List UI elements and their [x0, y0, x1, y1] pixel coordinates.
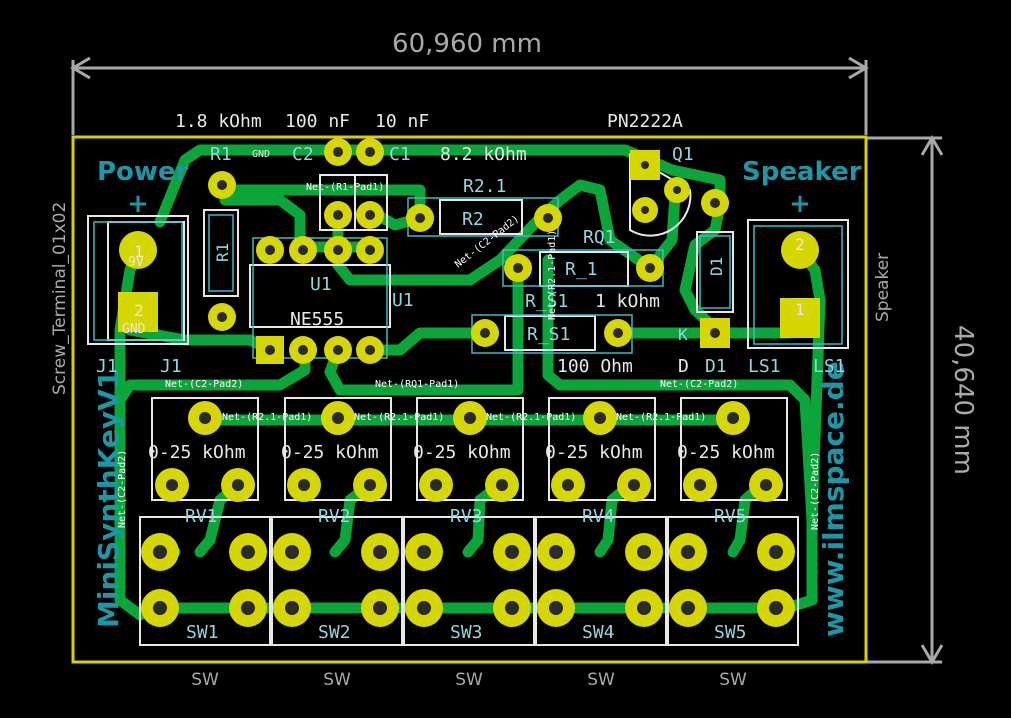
- q1-value: PN2222A: [607, 111, 683, 132]
- rv5-value: 0-25 kOhm: [677, 442, 775, 463]
- r2-1-ref: R2.1: [463, 176, 506, 197]
- d1-fab-ref: D1: [707, 257, 726, 276]
- sw1-value: SW: [191, 670, 219, 690]
- r2-value: 8.2 kOhm: [440, 144, 527, 165]
- website-label: www.ilmspace.de: [817, 361, 850, 637]
- ls1-ref: LS1: [748, 356, 781, 377]
- rq1-value: 1 kOhm: [595, 291, 660, 312]
- sw2-value: SW: [323, 670, 351, 690]
- c2-value: 100 nF: [285, 111, 350, 132]
- rq1-ref: RQ1: [583, 227, 616, 248]
- rv1-ref: RV1: [185, 506, 218, 527]
- r-1-ref: R_1: [565, 259, 598, 280]
- ls1-pin2: 2: [795, 235, 805, 254]
- sw5-value: SW: [719, 670, 747, 690]
- dimension-width-label: 60,960 mm: [392, 29, 542, 59]
- d1-ref: D1: [705, 356, 727, 377]
- q1-ref: Q1: [672, 144, 694, 165]
- net-c2-pad2-right: Net-(C2-Pad2): [660, 379, 738, 390]
- j1-pin-gnd: GND: [122, 322, 146, 337]
- c2-ref: C2: [292, 144, 314, 165]
- silk-outlines: [87, 153, 849, 646]
- power-title: Power: [97, 157, 189, 187]
- u1-value: NE555: [290, 309, 344, 330]
- net-r1-pad1: Net-(R1-Pad1): [306, 182, 384, 193]
- r-s1-fab-ref: R_S1: [527, 324, 570, 345]
- dimension-height: [866, 135, 944, 665]
- rv2-value: 0-25 kOhm: [281, 442, 379, 463]
- gnd-top: GND: [252, 149, 270, 160]
- net-c2-pad2-left: Net-(C2-Pad2): [165, 379, 243, 390]
- ls1-side-label: Speaker: [873, 253, 893, 322]
- d1-k-label: K: [678, 325, 688, 344]
- j1-side-label: Screw_Terminal_01x02: [50, 202, 70, 395]
- r1-ref: R1: [210, 144, 232, 165]
- net-r2-1-pad1-row-3: Net-(R2.1-Pad1): [486, 412, 576, 423]
- rv3-ref: RV3: [450, 506, 483, 527]
- d1-value: D: [678, 356, 689, 377]
- sw4-value: SW: [587, 670, 615, 690]
- j1-pin-9v: 9V: [128, 255, 144, 270]
- net-r2-1-pad1-row: Net-(R2.1-Pad1): [222, 412, 312, 423]
- rv1-value: 0-25 kOhm: [148, 442, 246, 463]
- rv4-value: 0-25 kOhm: [545, 442, 643, 463]
- sw4-ref: SW4: [582, 622, 615, 643]
- rv5-ref: RV5: [714, 506, 747, 527]
- rs1-value: 100 Ohm: [557, 356, 633, 377]
- board-outline: [71, 135, 868, 664]
- sw1-ref: SW1: [186, 622, 219, 643]
- dimension-height-label: 40,640 mm: [948, 325, 978, 475]
- sw2-ref: SW2: [318, 622, 351, 643]
- net-rq1-pad1: Net-(RQ1-Pad1): [375, 379, 459, 390]
- sw5-ref: SW5: [714, 622, 747, 643]
- drill-holes: [153, 147, 783, 615]
- board-name: MiniSynthKeyV1: [92, 370, 125, 628]
- speaker-title: Speaker: [742, 157, 862, 187]
- j1-pin2: 2: [134, 301, 144, 320]
- net-c2-pad2-edge-right: Net-(C2-Pad2): [810, 452, 821, 530]
- j1-pin1: 1: [134, 242, 144, 261]
- rv2-ref: RV2: [318, 506, 351, 527]
- speaker-plus: +: [789, 189, 811, 219]
- net-r2-1-pad1-row-4: Net-(R2.1-Pad1): [616, 412, 706, 423]
- net-c2-pad2-edge-left: Net-(C2-Pad2): [117, 450, 128, 528]
- j1-fab-ref: J1: [160, 356, 182, 377]
- power-plus: +: [127, 189, 149, 219]
- r-s1-ref: R_S1: [525, 291, 568, 312]
- net-r2-1-pad1-row-2: Net-(R2.1-Pad1): [354, 412, 444, 423]
- u1-fab-ref: U1: [310, 274, 332, 295]
- net-r2-1-pad1-vertical: Net-(R2.1-Pad1): [547, 230, 558, 320]
- sw3-ref: SW3: [450, 622, 483, 643]
- j1-ref: J1: [96, 356, 118, 377]
- ls1-pin1: 1: [795, 300, 805, 319]
- r1-fab-ref: R1: [213, 243, 232, 262]
- ls1-fab-ref: LS1: [813, 356, 846, 377]
- r1-value: 1.8 kOhm: [175, 111, 262, 132]
- r2-ref: R2: [462, 209, 484, 230]
- sw3-value: SW: [455, 670, 483, 690]
- rv4-ref: RV4: [582, 506, 615, 527]
- c1-ref: C1: [389, 144, 411, 165]
- dimension-width: [70, 56, 869, 135]
- u1-silk-ref: U1: [392, 290, 414, 311]
- c1-value: 10 nF: [375, 111, 429, 132]
- rv3-value: 0-25 kOhm: [413, 442, 511, 463]
